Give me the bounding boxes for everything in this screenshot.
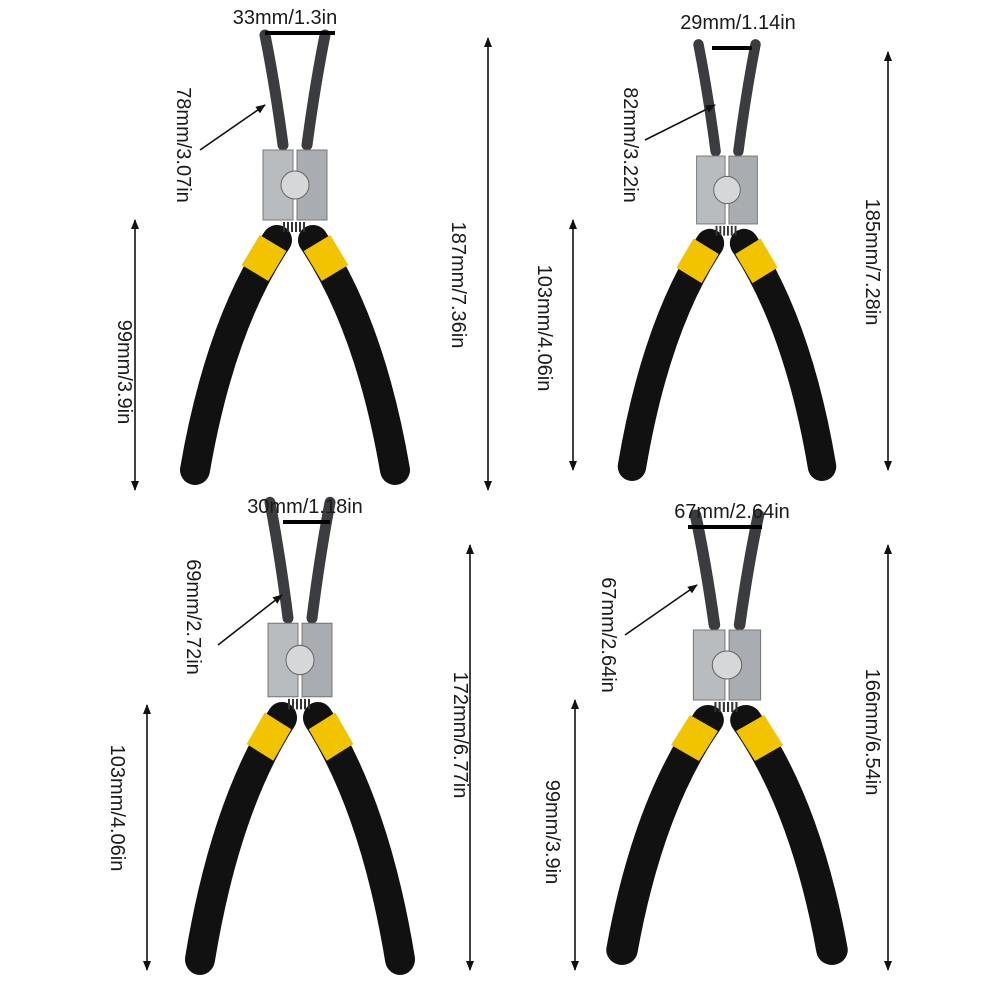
plier-1: 33mm/1.3in 78mm/3.07in 187mm/7.36in 99mm… [113,7,492,491]
jaw-length-arrow [199,104,266,151]
jaw-length-arrow [644,104,716,141]
plier-3-image [200,503,400,960]
handle-length-label: 103mm/4.06in [106,745,128,872]
tip-width-label: 67mm/2.64in [674,501,790,523]
jaw-length-arrow [217,594,283,646]
jaw-length-arrow [624,584,698,636]
jaw-length-label: 67mm/2.64in [597,577,619,693]
tip-width-label: 29mm/1.14in [680,12,796,34]
plier-4-image [622,515,832,950]
jaw-length-label: 82mm/3.22in [619,87,641,203]
jaw-length-label: 69mm/2.72in [182,559,204,675]
plier-1-image [195,35,395,470]
jaw-length-label: 78mm/3.07in [172,87,194,203]
handle-length-label: 99mm/3.9in [113,320,135,425]
handle-length-label: 103mm/4.06in [533,265,555,392]
plier-2: 29mm/1.14in 82mm/3.22in 185mm/7.28in 103… [533,12,892,470]
plier-4: 67mm/2.64in 67mm/2.64in 166mm/6.54in 99m… [541,501,892,971]
plier-3: 30mm/1.18in 69mm/2.72in 172mm/6.77in 103… [106,496,474,970]
total-length-label: 166mm/6.54in [861,669,883,796]
tip-width-label: 33mm/1.3in [233,7,338,29]
total-length-label: 185mm/7.28in [861,199,883,326]
total-length-label: 187mm/7.36in [447,222,469,349]
plier-2-image [632,44,822,466]
tip-width-label: 30mm/1.18in [247,496,363,518]
handle-length-label: 99mm/3.9in [541,780,563,885]
total-length-label: 172mm/6.77in [449,672,471,799]
